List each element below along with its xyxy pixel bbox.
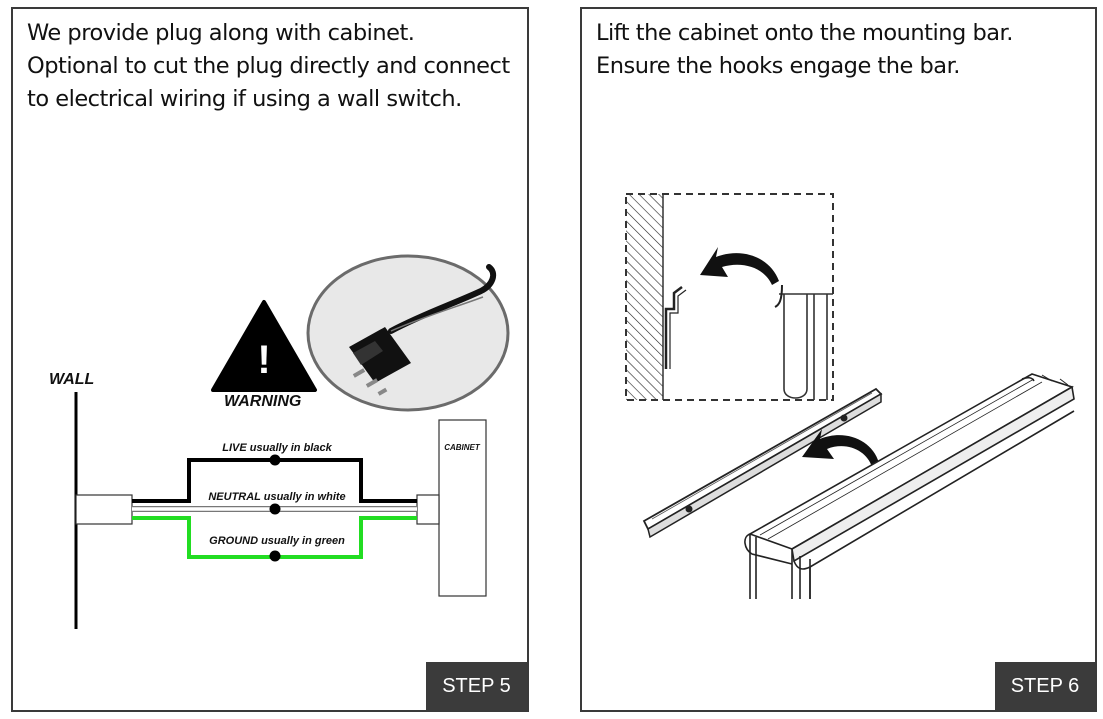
warning-exclamation: ! bbox=[257, 338, 270, 382]
cabinet-drawing bbox=[744, 373, 1075, 599]
step6-panel: Lift the cabinet onto the mounting bar. … bbox=[580, 7, 1097, 712]
neutral-label: NEUTRAL usually in white bbox=[208, 491, 345, 503]
mounting-bar bbox=[642, 387, 883, 539]
live-label: LIVE usually in black bbox=[222, 442, 332, 454]
step6-instruction-line: Ensure the hooks engage the bar. bbox=[596, 53, 960, 79]
detail-inset bbox=[625, 193, 834, 401]
cabinet-label: CABINET bbox=[444, 443, 481, 452]
step5-panel: We provide plug along with cabinet. Opti… bbox=[11, 7, 529, 712]
warning-label: WARNING bbox=[224, 393, 301, 410]
step6-instruction: Lift the cabinet onto the mounting bar. … bbox=[596, 17, 1013, 83]
warning-triangle-icon: ! bbox=[211, 300, 317, 392]
step5-instruction-line: to electrical wiring if using a wall swi… bbox=[27, 86, 462, 112]
curved-arrow-icon bbox=[700, 247, 779, 285]
step5-badge: STEP 5 bbox=[426, 662, 527, 710]
step5-instruction-line: We provide plug along with cabinet. bbox=[27, 20, 415, 46]
neutral-junction bbox=[269, 503, 281, 515]
wall-cable-sheath bbox=[75, 494, 133, 525]
live-junction bbox=[269, 454, 281, 466]
step5-instruction: We provide plug along with cabinet. Opti… bbox=[27, 17, 510, 116]
wiring-diagram: WALL ! WARNING CABINET bbox=[49, 254, 510, 629]
cabinet-connector bbox=[416, 494, 440, 525]
cabinet-box bbox=[438, 419, 487, 597]
ground-junction bbox=[269, 550, 281, 562]
step6-badge: STEP 6 bbox=[995, 662, 1095, 710]
step5-instruction-line: Optional to cut the plug directly and co… bbox=[27, 53, 510, 79]
plug-icon bbox=[306, 254, 510, 412]
curved-arrow-icon bbox=[802, 429, 879, 467]
step6-instruction-line: Lift the cabinet onto the mounting bar. bbox=[596, 20, 1013, 46]
ground-label: GROUND usually in green bbox=[209, 535, 345, 547]
wall-label: WALL bbox=[49, 371, 94, 388]
mounting-diagram bbox=[625, 193, 1075, 599]
